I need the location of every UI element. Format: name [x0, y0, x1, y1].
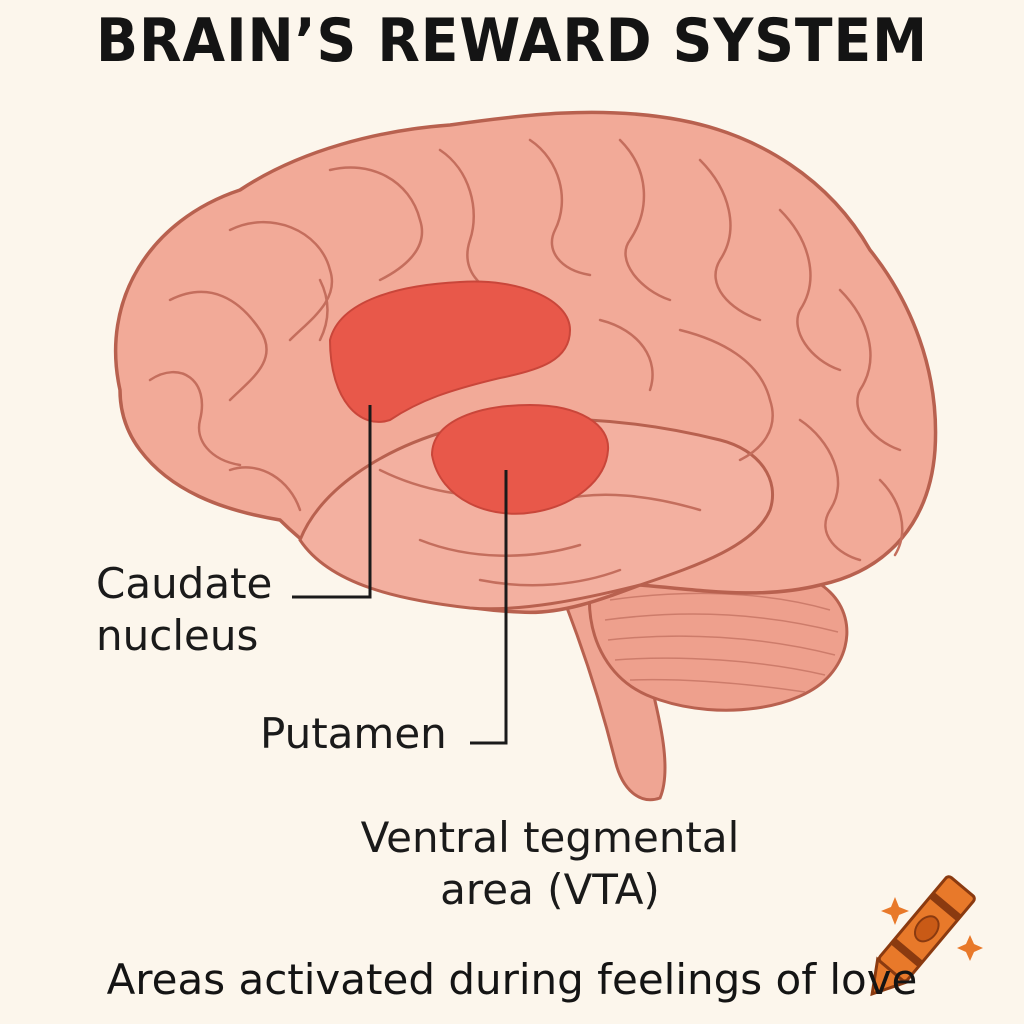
vta-label-line-1: Ventral tegmental	[360, 813, 740, 862]
page-title: BRAIN’S REWARD SYSTEM	[96, 6, 928, 76]
sparkle-icon	[881, 897, 909, 925]
putamen-leader-line	[470, 470, 508, 745]
sparkle-icon	[957, 935, 983, 961]
crayon-icon	[870, 875, 976, 997]
caudate-leader-line	[292, 405, 372, 599]
vta-label-line-2: area (VTA)	[440, 865, 660, 914]
caudate-nucleus-region	[328, 280, 572, 423]
putamen-label: Putamen	[260, 709, 447, 758]
caption: Areas activated during feelings of love	[106, 955, 918, 1004]
caudate-nucleus-label: Caudate nucleus	[96, 558, 286, 662]
vta-label: Ventral tegmental area (VTA)	[340, 812, 760, 916]
caudate-label-line-2: nucleus	[96, 611, 259, 660]
putamen-region	[430, 403, 610, 515]
caudate-label-line-1: Caudate	[96, 559, 273, 608]
